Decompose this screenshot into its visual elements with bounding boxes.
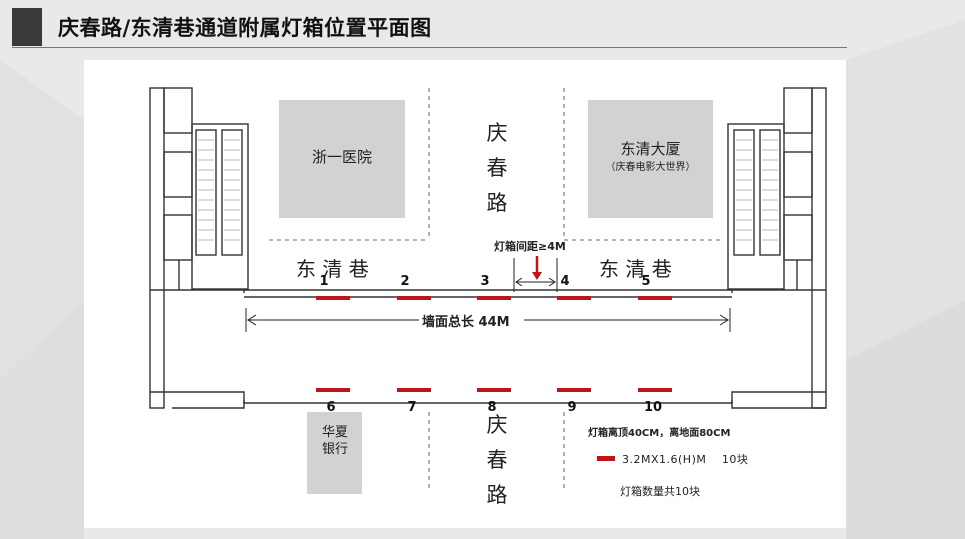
box-number-5: 5 — [641, 274, 651, 289]
legend-swatch — [597, 456, 615, 461]
light-box-top-3 — [477, 296, 511, 300]
box-number-10: 10 — [643, 400, 663, 415]
box-number-7: 7 — [407, 400, 417, 415]
legend-height-note: 灯箱离顶40CM，离地面80CM — [588, 428, 731, 439]
box-number-3: 3 — [480, 274, 490, 289]
floor-plan: 浙一医院 东清大厦 （庆春电影大世界） 庆春路 庆春路 东 清 巷 东 清 巷 … — [84, 60, 846, 528]
box-number-8: 8 — [487, 400, 497, 415]
legend-size-spec: 3.2MX1.6(H)M 10块 — [622, 453, 749, 466]
light-box-bottom-4 — [557, 388, 591, 392]
light-boxes — [316, 296, 672, 392]
light-box-bottom-2 — [397, 388, 431, 392]
building-right-block — [588, 100, 713, 218]
box-number-1: 1 — [319, 274, 329, 289]
bank-block — [307, 412, 362, 494]
road-bottom-label: 庆春路 — [486, 413, 508, 507]
spacing-pointer-head — [532, 272, 542, 280]
header-accent-block — [12, 8, 42, 46]
box-number-2: 2 — [400, 274, 410, 289]
light-box-top-2 — [397, 296, 431, 300]
road-top-label: 庆春路 — [486, 121, 508, 215]
wall-length-dimension — [245, 308, 731, 332]
lane-left-label: 东 清 巷 — [296, 257, 369, 281]
plan-drawing — [149, 87, 827, 494]
building-right-label: 东清大厦 — [620, 140, 681, 158]
building-right-sublabel: （庆春电影大世界） — [605, 162, 696, 173]
building-left-block — [279, 100, 405, 218]
light-box-top-5 — [638, 296, 672, 300]
light-box-bottom-3 — [477, 388, 511, 392]
legend-total: 灯箱数量共10块 — [620, 485, 700, 498]
wall-length-label: 墙面总长 44M — [422, 315, 510, 330]
light-box-top-1 — [316, 296, 350, 300]
box-number-9: 9 — [567, 400, 577, 415]
box-number-4: 4 — [560, 274, 570, 289]
title-underline — [12, 47, 847, 48]
lane-right-label: 东 清 巷 — [599, 257, 672, 281]
building-left-label: 浙一医院 — [311, 148, 372, 166]
page-title: 庆春路/东清巷通道附属灯箱位置平面图 — [58, 15, 432, 40]
road-dashed-lines — [269, 88, 724, 490]
escalator-hatching — [198, 139, 778, 241]
box-number-6: 6 — [326, 400, 336, 415]
spacing-dimension — [513, 258, 558, 292]
light-box-bottom-1 — [316, 388, 350, 392]
spacing-note: 灯箱间距≥4M — [494, 240, 566, 253]
light-box-top-4 — [557, 296, 591, 300]
bank-label: 华夏银行 — [321, 425, 348, 457]
light-box-bottom-5 — [638, 388, 672, 392]
